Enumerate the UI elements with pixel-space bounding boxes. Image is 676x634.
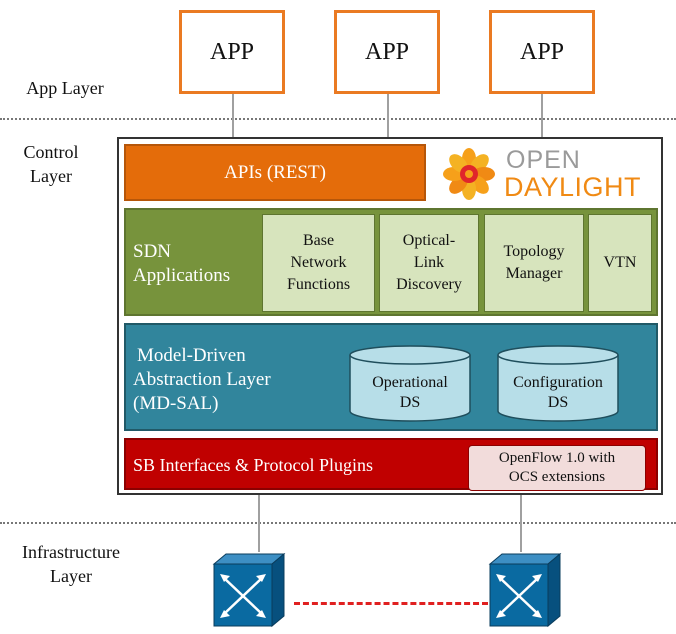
md-sal-label: Model-Driven Abstraction Layer (MD-SAL) — [133, 344, 271, 416]
opendaylight-flower-icon — [443, 148, 495, 200]
switch-icon — [212, 552, 286, 628]
app-layer-label: App Layer — [26, 78, 104, 98]
switch-connector-right — [520, 495, 522, 552]
module-text: Link — [413, 254, 445, 271]
logo-text-daylight: DAYLIGHT — [504, 172, 642, 202]
module-base-network-functions: Base Network Functions — [262, 214, 375, 312]
sdn-label-line-2: Applications — [133, 265, 231, 286]
infrastructure-layer-label: Infrastructure Layer — [4, 540, 138, 588]
control-layer-line-1: Control — [23, 142, 79, 162]
app-connector-1 — [232, 94, 234, 137]
app-label: APP — [209, 38, 255, 65]
apis-rest-bar: APIs (REST) — [124, 144, 426, 201]
datastore-text: Operational — [372, 374, 448, 391]
app-connector-3 — [541, 94, 543, 137]
control-layer-line-2: Layer — [30, 166, 72, 186]
switch-link — [294, 602, 488, 605]
module-text: Discovery — [396, 276, 462, 293]
control-layer-label: Control Layer — [10, 140, 92, 188]
logo-text-open: OPEN — [506, 146, 581, 174]
md-sal-label-line-2: Abstraction Layer — [133, 369, 271, 390]
module-text: Base — [302, 232, 335, 249]
module-text: Manager — [505, 265, 563, 282]
sdn-applications-label: SDN Applications — [133, 240, 230, 288]
infrastructure-layer-line-2: Layer — [50, 566, 92, 586]
switch-icon — [488, 552, 562, 628]
plugin-text: OpenFlow 1.0 with — [498, 450, 616, 466]
app-connector-2 — [387, 94, 389, 137]
operational-datastore-cylinder — [349, 345, 471, 422]
module-text: Optical- — [402, 232, 456, 249]
opendaylight-logo: OPEN DAYLIGHT — [440, 145, 660, 203]
module-text: Topology — [503, 243, 565, 260]
infrastructure-layer-line-1: Infrastructure — [22, 542, 120, 562]
md-sal-label-line-1: Model-Driven — [137, 345, 246, 366]
datastore-text: Configuration — [513, 374, 603, 391]
sb-interfaces-label: SB Interfaces & Protocol Plugins — [133, 455, 373, 475]
app-box-1: APP — [179, 10, 285, 94]
apis-label: APIs (REST) — [224, 161, 326, 183]
sdn-label-line-1: SDN — [133, 241, 172, 262]
app-box-2: APP — [334, 10, 440, 94]
md-sal-label-line-3: (MD-SAL) — [133, 393, 219, 414]
configuration-datastore-cylinder — [497, 345, 619, 422]
configuration-ds-label: Configuration DS — [496, 373, 620, 413]
module-text: Network — [290, 254, 347, 271]
openflow-plugin-box: OpenFlow 1.0 with OCS extensions — [468, 445, 646, 491]
operational-ds-label: Operational DS — [348, 373, 472, 413]
app-label: APP — [364, 38, 410, 65]
app-label: APP — [519, 38, 565, 65]
module-text: VTN — [603, 254, 637, 271]
switch-connector-left — [258, 495, 260, 552]
module-vtn: VTN — [588, 214, 652, 312]
app-box-3: APP — [489, 10, 595, 94]
module-topology-manager: Topology Manager — [484, 214, 584, 312]
app-control-separator — [0, 118, 676, 120]
module-optical-link-discovery: Optical- Link Discovery — [379, 214, 479, 312]
datastore-text: DS — [547, 394, 569, 411]
datastore-text: DS — [399, 394, 421, 411]
control-infrastructure-separator — [0, 522, 676, 524]
plugin-text: OCS extensions — [508, 469, 606, 485]
module-text: Functions — [286, 276, 351, 293]
